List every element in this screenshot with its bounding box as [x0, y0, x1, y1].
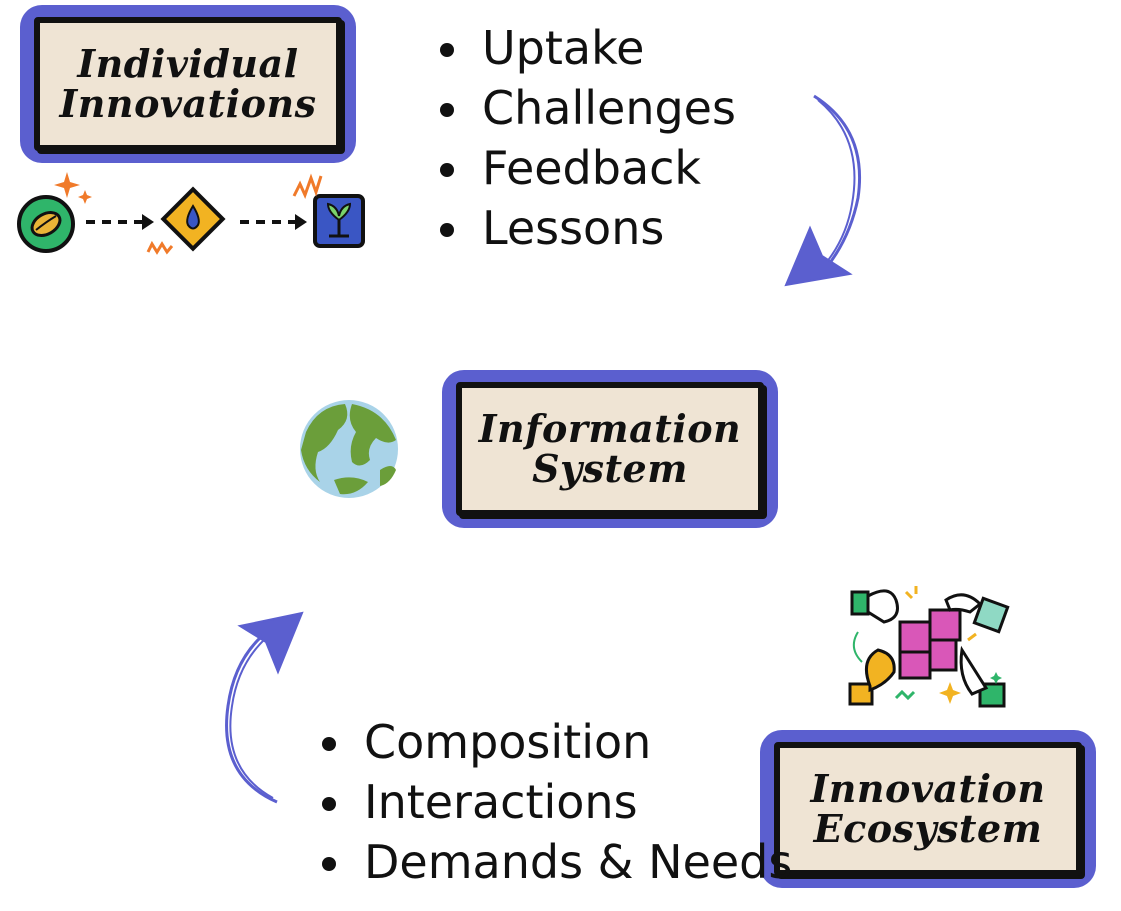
- arrow-head: [142, 214, 154, 230]
- squiggle-decoration: [146, 240, 174, 255]
- list-item: Uptake: [436, 18, 736, 78]
- seed-icon: [17, 195, 75, 253]
- list-item: Challenges: [436, 78, 736, 138]
- puzzle-collaboration-icon: [848, 586, 1010, 708]
- information-system-box: Information System: [442, 370, 778, 528]
- curved-arrow-up: [225, 611, 304, 804]
- innovation-ecosystem-box: Innovation Ecosystem: [760, 730, 1096, 888]
- sprout-icon: [313, 194, 365, 248]
- top-bullet-list: Uptake Challenges Feedback Lessons: [436, 18, 736, 258]
- list-item: Interactions: [318, 772, 792, 832]
- individual-innovations-box: Individual Innovations: [20, 5, 356, 163]
- water-drop-icon: [160, 186, 226, 252]
- bottom-bullet-list: Composition Interactions Demands & Needs: [318, 712, 792, 892]
- arrow-head: [295, 214, 307, 230]
- individual-innovations-title: Individual Innovations: [59, 41, 317, 126]
- sparkle-icon: [54, 172, 92, 204]
- list-item: Lessons: [436, 198, 736, 258]
- innovation-ecosystem-title: Innovation Ecosystem: [810, 766, 1046, 851]
- information-system-title: Information System: [478, 406, 742, 491]
- list-item: Composition: [318, 712, 792, 772]
- list-item: Feedback: [436, 138, 736, 198]
- curved-arrow-down: [784, 94, 862, 287]
- globe-icon: [300, 400, 398, 498]
- list-item: Demands & Needs: [318, 832, 792, 892]
- burst-decoration: [292, 173, 323, 200]
